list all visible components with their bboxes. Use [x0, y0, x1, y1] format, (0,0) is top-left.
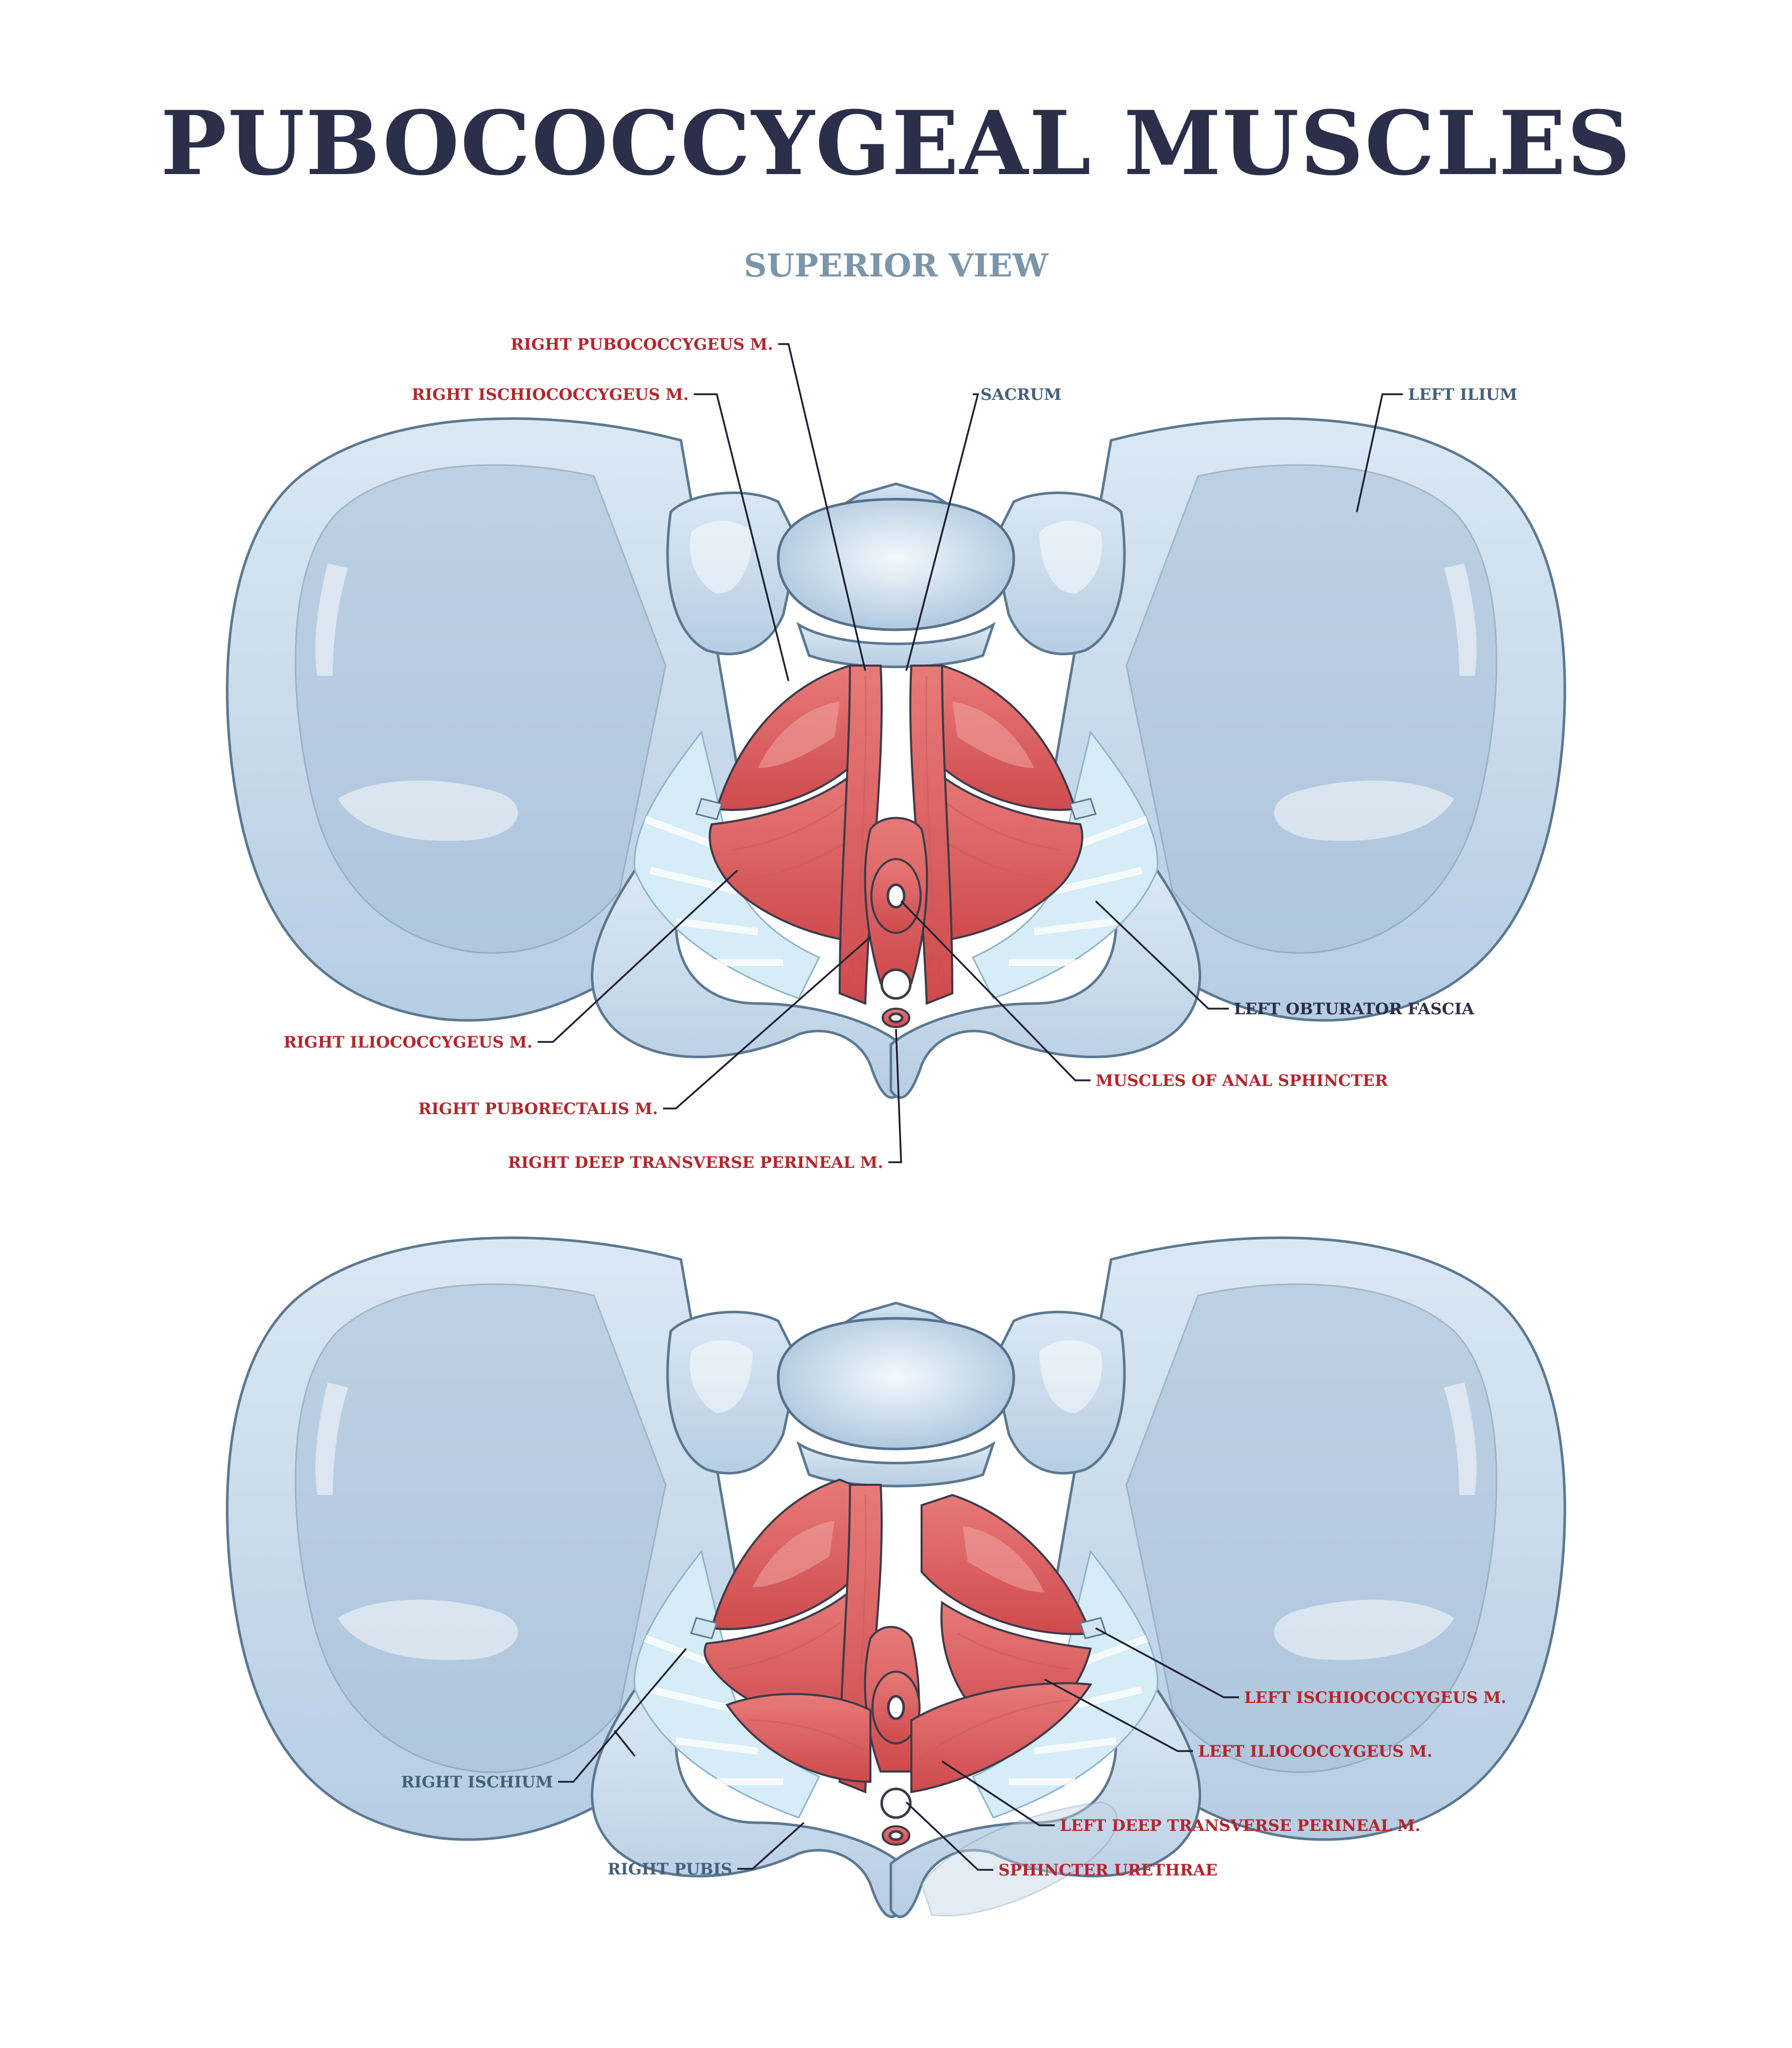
bottom-pelvis-diagram — [227, 1238, 1565, 1916]
page-title: PUBOCOCCYGEAL MUSCLES — [160, 91, 1631, 195]
label-left-ischiococcygeus: LEFT ISCHIOCOCCYGEUS M. — [1244, 1689, 1506, 1707]
bottom-right-deep-transverse-perineal-muscle — [725, 1693, 871, 1783]
top-pelvis-diagram — [227, 418, 1565, 1097]
label-right-ischiococcygeus: RIGHT ISCHIOCOCCYGEUS M. — [412, 386, 689, 404]
top-leader-lines — [538, 343, 1403, 1163]
label-right-deep-transverse-perineal: RIGHT DEEP TRANSVERSE PERINEAL M. — [508, 1154, 883, 1172]
top-urethra-opening — [880, 968, 912, 1000]
label-left-iliococcygeus: LEFT ILIOCOCCYGEUS M. — [1198, 1742, 1433, 1761]
label-right-pubis: RIGHT PUBIS — [608, 1860, 732, 1879]
top-left-iliococcygeus-muscle — [931, 765, 1083, 944]
bottom-left-deep-transverse-perineal-muscle — [910, 1682, 1093, 1794]
label-right-iliococcygeus: RIGHT ILIOCOCCYGEUS M. — [284, 1033, 532, 1052]
label-sphincter-urethrae: SPHINCTER URETHRAE — [998, 1861, 1218, 1880]
bottom-leader-lines — [558, 1627, 1239, 1871]
label-left-deep-transverse-perineal: LEFT DEEP TRANSVERSE PERINEAL M. — [1060, 1817, 1420, 1835]
label-sacrum: SACRUM — [980, 386, 1061, 404]
top-right-pubococcygeus-muscle — [838, 665, 883, 1005]
bottom-urethra-opening — [880, 1787, 912, 1819]
bottom-labels: RIGHT ISCHIUM LEFT ISCHIOCOCCYGEUS M. LE… — [401, 1689, 1506, 1880]
label-right-puborectalis: RIGHT PUBORECTALIS M. — [418, 1100, 658, 1118]
label-left-ilium: LEFT ILIUM — [1408, 386, 1517, 404]
top-right-iliococcygeus-muscle — [709, 765, 861, 944]
label-left-obturator-fascia: LEFT OBTURATOR FASCIA — [1234, 1000, 1475, 1018]
label-right-pubococcygeus: RIGHT PUBOCOCCYGEUS M. — [510, 335, 773, 354]
top-left-pubococcygeus-muscle — [909, 665, 954, 1005]
top-labels: RIGHT PUBOCOCCYGEUS M. RIGHT ISCHIOCOCCY… — [284, 335, 1518, 1172]
page-subtitle: SUPERIOR VIEW — [744, 247, 1049, 284]
label-muscles-of-anal-sphincter: MUSCLES OF ANAL SPHINCTER — [1096, 1072, 1388, 1090]
label-right-ischium: RIGHT ISCHIUM — [401, 1773, 553, 1791]
